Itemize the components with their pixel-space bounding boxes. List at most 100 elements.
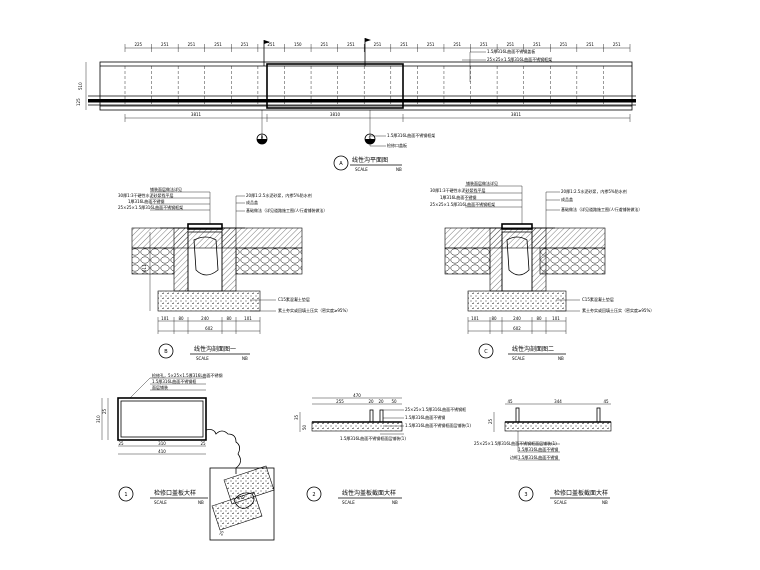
section-1-leaders	[150, 191, 276, 312]
section-2-note-right-3: 基础做法（详见道路施工图/人行道铺装做法）	[561, 206, 642, 212]
plan-note-1: 1.5厚316L曲面不锈钢盖板	[487, 48, 535, 54]
section-2-dim-2: 80	[491, 316, 497, 321]
plan-top-dim: 150	[294, 42, 302, 47]
plan-title: 线性沟平面图	[352, 156, 388, 164]
section-1-title-circle	[158, 343, 174, 359]
plan-top-dim: 251	[321, 42, 329, 47]
detail-1-note-1: 检修孔，5×25×1.5厚316L曲面不锈钢	[152, 372, 223, 378]
detail-3-marker: 3	[524, 492, 527, 498]
section-1-scale: SCALE	[196, 356, 209, 361]
section-1-note-right-5: 素土夯实或回填土压实（密实度≥95%）	[278, 307, 350, 313]
plan-top-dim: 251	[453, 42, 461, 47]
plan-top-dim: 251	[560, 42, 568, 47]
section-1-dim-3: 240	[201, 316, 209, 321]
section-2-scale-val: NB	[558, 356, 564, 361]
section-2-scale: SCALE	[512, 356, 525, 361]
plan-top-dim: 251	[427, 42, 435, 47]
detail-2-top-sub-1: 255	[336, 399, 344, 404]
detail-1-dim-1: 25	[118, 441, 124, 446]
plan-title-circle	[333, 155, 349, 171]
section-1-left-dim: 611	[142, 264, 147, 272]
section-2-note-right-4: C15素混凝土垫层	[582, 296, 614, 302]
detail-1-left-dim-1: 310	[96, 415, 101, 423]
plan-marker-c: C	[369, 135, 372, 140]
detail-2-title: 线性沟盖板截面大样	[342, 489, 396, 497]
detail-2-left-dim-1: 35	[294, 414, 299, 420]
plan-top-dim: 251	[214, 42, 222, 47]
section-2-dim-ticks	[467, 317, 567, 334]
detail-1-dim-2: 310	[158, 441, 166, 446]
detail-3-note-2: 1.5厚316L曲面不锈钢	[518, 446, 558, 452]
section-1-note-left-1: 铺装面层做法详见	[150, 186, 182, 192]
plan-marker-b: B	[261, 135, 264, 140]
section-1-dim-2: 80	[178, 316, 184, 321]
detail-3-note-3: 边框1.5厚316L曲面不锈钢	[510, 454, 558, 460]
section-2-dim-total: 602	[513, 326, 521, 331]
plan-top-dim: 251	[161, 42, 169, 47]
plan-top-dim: 251	[241, 42, 249, 47]
section-2-note-left-4: 25×25×1.5厚316L曲面不锈钢框架	[430, 201, 495, 207]
plan-left-dim2: 125	[76, 98, 81, 106]
section-2-dim-3: 240	[513, 316, 521, 321]
detail-2: 470 255 20 20 50 35 50 25×25×1.5厚316L曲面不…	[294, 393, 471, 505]
detail-2-top-sub-3: 20	[378, 399, 384, 404]
section-marker-b-icon: B	[256, 110, 268, 145]
section-1-dim-4: 80	[226, 316, 232, 321]
plan-note-2: 25×25×1.5厚316L曲面不锈钢框架	[487, 56, 552, 62]
section-2-note-left-2: 30厚1:3干硬性水泥砂浆找平层	[430, 187, 486, 193]
detail-1-marker: 1	[124, 492, 127, 498]
section-1-scale-val: NB	[242, 356, 248, 361]
detail-1-dim-3: 25	[200, 441, 206, 446]
section-2-leaders	[465, 185, 580, 312]
detail-1-scale-val: NB	[198, 500, 204, 505]
section-2-note-right-2: 成品盖	[561, 196, 573, 202]
detail-2-title-circle	[306, 486, 322, 502]
detail-2-scale-val: NB	[392, 500, 398, 505]
section-2-dim-1: 101	[471, 316, 479, 321]
detail-2-marker: 2	[312, 492, 315, 498]
section-1-dim-1: 101	[161, 316, 169, 321]
detail-1-dim-total: 410	[158, 449, 166, 454]
detail-1-title-circle	[118, 486, 134, 502]
section-2-dim-4: 80	[536, 316, 542, 321]
detail-3-left-dim: 25	[488, 418, 493, 424]
section-2-note-right-5: 素土夯实或回填土压实（密实度≥95%）	[582, 307, 654, 313]
detail-2-scale: SCALE	[342, 500, 355, 505]
plan-top-dim: 251	[267, 42, 275, 47]
plan-top-dim: 251	[613, 42, 621, 47]
detail-2-note-1: 25×25×1.5厚316L曲面不锈钢框	[405, 406, 466, 412]
detail-3-title-circle	[518, 486, 534, 502]
detail-1-note-2: 1.5厚316L曲面不锈钢框	[152, 378, 196, 384]
section-2-note-left-3: 1厚316L曲面不锈钢	[440, 194, 476, 200]
detail-1-enlarged-dim-1: 310	[237, 493, 246, 500]
section-1-dim-ticks	[157, 317, 261, 334]
section-1-title: 线性沟剖面图一	[194, 345, 236, 353]
section-1-note-right-2: 成品盖	[246, 199, 258, 205]
plan-top-dim: 251	[480, 42, 488, 47]
detail-2-note-2: 1.5厚316L曲面不锈钢	[405, 414, 445, 420]
detail-2-left-dim-2: 50	[302, 424, 307, 430]
section-2-note-right-1: 20厚1:2.5水泥砂浆，内掺5%防水剂	[561, 188, 627, 194]
section-1-note-right-3: 基础做法（详见道路施工图/人行道铺装做法）	[246, 207, 327, 213]
plan-top-dim: 251	[507, 42, 515, 47]
detail-1-callout	[205, 429, 241, 474]
section-1-dim-total: 602	[205, 326, 213, 331]
detail-3-top-dim-1: 45	[507, 399, 513, 404]
section-2-title-circle	[478, 343, 494, 359]
detail-1-enlarged-dim-2: 25	[218, 529, 225, 536]
detail-3-title: 检修口盖板截面大样	[554, 489, 608, 497]
plan-top-dim: 251	[347, 42, 355, 47]
plan-top-dim: 251	[374, 42, 382, 47]
section-2-title: 线性沟剖面图二	[512, 345, 554, 353]
detail-1-note-3: 面层铺装	[152, 384, 168, 390]
section-view-1: 铺装面层做法详见 30厚1:3干硬性水泥砂浆找平层 1厚316L曲面不锈钢 25…	[118, 186, 350, 361]
section-2-dim-5: 101	[552, 316, 560, 321]
plan-note-3: 1.5厚316L曲面不锈钢框架	[387, 132, 435, 138]
plan-top-dim: 251	[188, 42, 196, 47]
detail-2-top-sub-4: 50	[391, 399, 397, 404]
detail-2-note-4: 1.5厚316L曲面不锈钢框面层铺装(1)	[340, 435, 406, 441]
plan-scale-value: NB	[396, 167, 402, 172]
